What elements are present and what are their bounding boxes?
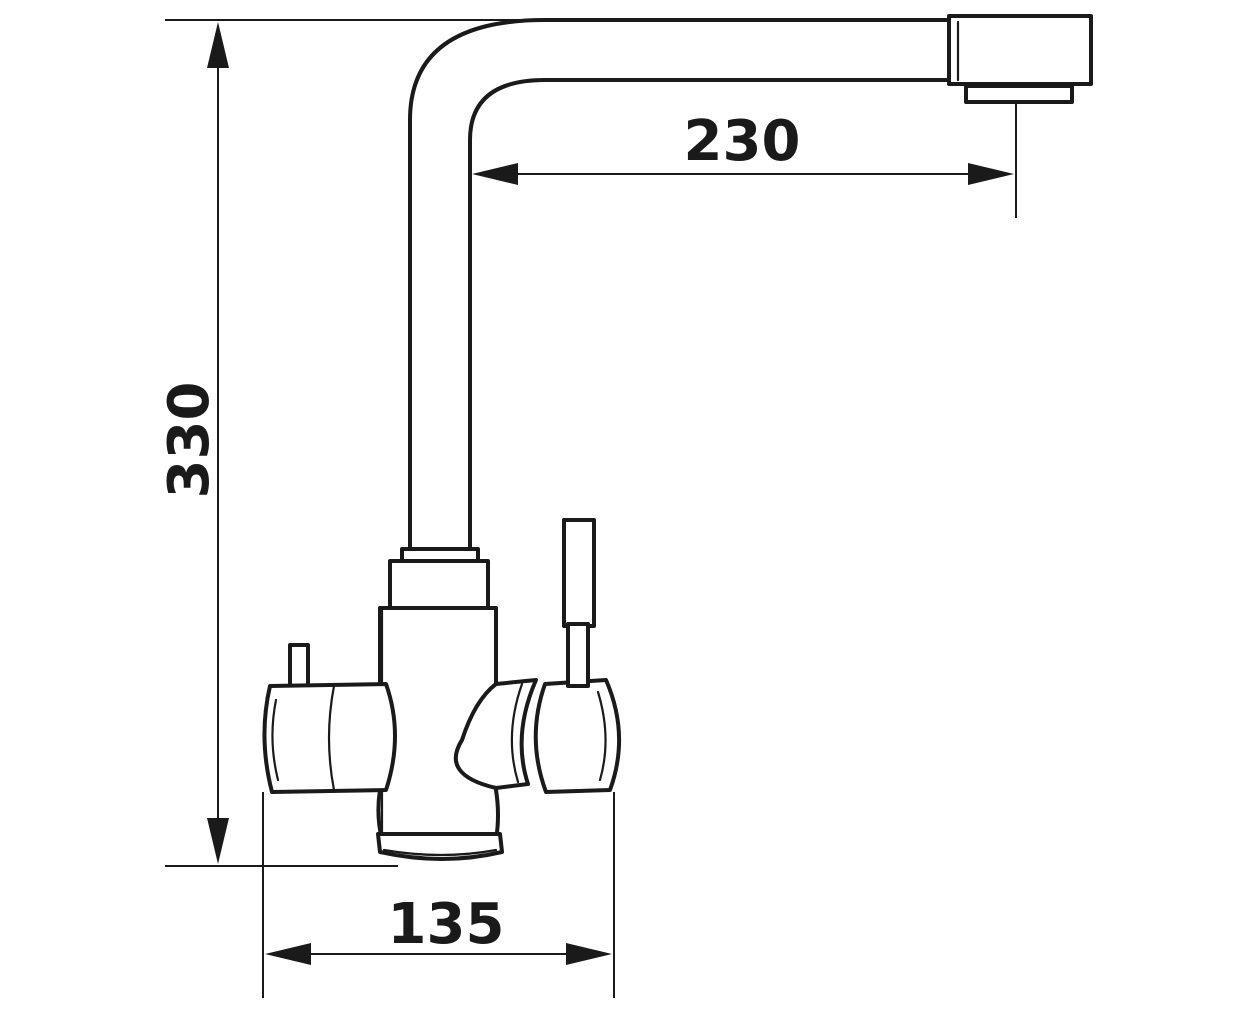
swivel-collar — [388, 559, 490, 613]
base-flange-edge — [382, 848, 498, 857]
reach-value: 230 — [684, 109, 801, 174]
height-value: 330 — [157, 382, 222, 499]
aerator-housing — [947, 14, 1093, 86]
height-arrow-bottom — [207, 818, 229, 864]
left-handle-shade — [271, 698, 280, 782]
faucet-body — [262, 518, 622, 861]
right-handle-shade — [596, 690, 607, 782]
height-dimension: 330 — [157, 19, 560, 867]
right-lever-stem — [566, 622, 590, 688]
reach-arrow-left — [472, 163, 518, 185]
left-handle-joint — [327, 684, 336, 792]
width-value: 135 — [388, 892, 505, 957]
right-neck-shade — [510, 682, 524, 784]
spout — [408, 14, 1093, 554]
width-arrow-left — [265, 943, 311, 965]
spout-inner-line — [468, 78, 952, 554]
reach-arrow-right — [968, 163, 1014, 185]
right-lever-grip — [562, 518, 596, 628]
height-arrow-top — [207, 22, 229, 68]
aerator-nozzle — [964, 84, 1074, 104]
reach-dimension: 230 — [472, 104, 1017, 218]
right-handle — [533, 678, 622, 794]
width-arrow-right — [566, 943, 612, 965]
width-dimension: 135 — [262, 792, 615, 998]
spout-outer-line — [408, 18, 952, 554]
